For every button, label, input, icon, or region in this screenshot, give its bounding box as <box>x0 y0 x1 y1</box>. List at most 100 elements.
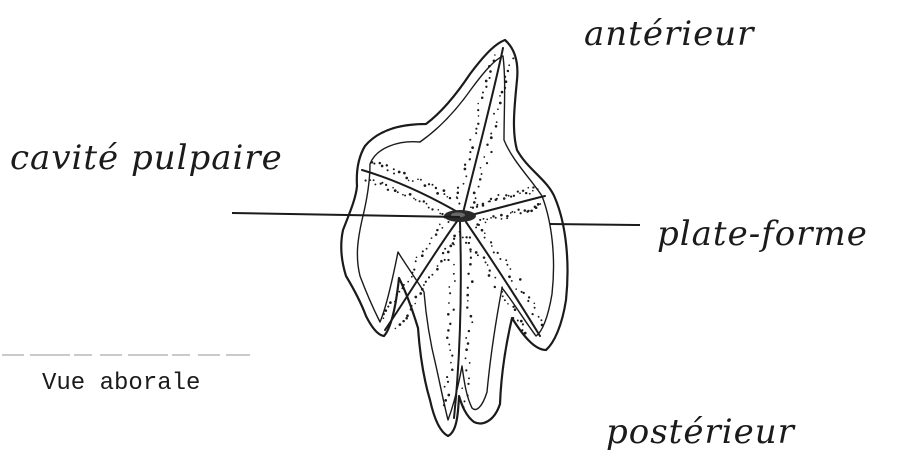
stipple-dot <box>537 203 540 206</box>
stipple-dot <box>453 273 455 275</box>
stipple-dot <box>485 222 487 224</box>
stipple-dot <box>509 268 511 270</box>
carina-right <box>467 196 545 216</box>
stipple-dot <box>489 269 491 271</box>
stipple-dot <box>425 281 427 283</box>
stipple-dot <box>417 178 419 180</box>
stipple-dot <box>395 328 397 330</box>
stipple-dot <box>494 54 496 56</box>
stipple-dot <box>525 192 527 194</box>
stipple-dot <box>387 189 389 191</box>
stipple-dot <box>490 217 492 219</box>
stipple-dot <box>373 179 375 181</box>
stipple-dot <box>470 206 472 208</box>
stipple-dot <box>469 139 471 141</box>
stipple-dot <box>397 191 399 193</box>
stipple-dot <box>449 245 452 248</box>
stipple-dot <box>432 184 434 186</box>
stipple-dot <box>496 198 498 200</box>
stipple-dot <box>465 236 467 238</box>
stipple-dot <box>475 128 477 130</box>
stipple-dot <box>415 260 417 262</box>
stipple-dot <box>506 217 508 219</box>
stipple-dot <box>505 80 508 83</box>
stipple-dot <box>475 226 477 228</box>
stipple-dot <box>517 191 519 193</box>
stipple-dot <box>530 209 533 212</box>
stipple-dot <box>507 303 509 305</box>
stipple-dot <box>465 337 467 339</box>
stipple-dot <box>385 184 387 186</box>
carina-left <box>362 170 461 214</box>
stipple-dot <box>456 196 458 198</box>
stipple-dot <box>468 377 470 379</box>
stipple-dot <box>495 125 498 128</box>
stipple-dot <box>476 206 478 208</box>
stipple-dot <box>527 187 529 189</box>
stipple-dot <box>459 234 461 236</box>
stipple-dot <box>490 136 493 139</box>
stipple-dot <box>387 169 389 171</box>
stipple-dot <box>462 236 464 238</box>
stipple-dot <box>440 260 443 263</box>
stipple-dot <box>541 324 544 327</box>
stipple-dot <box>451 369 454 372</box>
stipple-dot <box>437 265 439 267</box>
stipple-dot <box>382 313 385 316</box>
stipple-dot <box>428 276 430 278</box>
stipple-dot <box>475 251 478 254</box>
stipple-dot <box>422 250 424 252</box>
stipple-dot <box>478 186 480 188</box>
stipple-dot <box>477 103 479 105</box>
stipple-dot <box>387 306 389 308</box>
stipple-dot <box>507 70 509 72</box>
stipple-dot <box>379 162 381 164</box>
stipple-dot <box>405 177 408 180</box>
stipple-dot <box>504 76 506 78</box>
stipple-dot <box>493 60 496 63</box>
stipple-dot <box>501 218 503 220</box>
stipple-dot <box>421 288 424 291</box>
stipple-dot <box>394 189 397 192</box>
stipple-dot <box>447 313 450 316</box>
stipple-dot <box>490 241 492 243</box>
stipple-dot <box>446 376 448 378</box>
stipple-dot <box>416 256 418 258</box>
stipple-dot <box>484 237 486 239</box>
stipple-dot <box>519 212 521 214</box>
stipple-dot <box>457 192 460 195</box>
stipple-dot <box>494 286 496 288</box>
stipple-dot <box>505 194 507 196</box>
stipple-dot <box>499 258 501 260</box>
stipple-dot <box>517 320 519 322</box>
carina-anterior <box>463 48 503 213</box>
stipple-dot <box>403 172 406 175</box>
stipple-dot <box>428 183 430 185</box>
stipple-dot <box>449 292 451 294</box>
stipple-dot <box>437 209 439 211</box>
stipple-dot <box>443 193 445 195</box>
stipple-dot <box>429 243 431 245</box>
stipple-dot <box>521 291 523 293</box>
stipple-dot <box>405 317 408 320</box>
stipple-dot <box>393 168 395 170</box>
platform-inner-rim <box>357 56 553 420</box>
stipple-dot <box>408 180 410 182</box>
stipple-dot <box>448 343 450 345</box>
stipple-dot <box>412 180 414 182</box>
stipple-dot <box>436 268 439 271</box>
stipple-dot <box>470 251 472 253</box>
stipple-dot <box>446 336 449 339</box>
stipple-dot <box>384 309 387 312</box>
stipple-dot <box>469 151 471 153</box>
stipple-dot <box>493 251 495 253</box>
stipple-dot <box>501 291 503 293</box>
stipple-dot <box>426 248 428 250</box>
stipple-dot <box>402 320 405 323</box>
stipple-dot <box>487 264 489 266</box>
stipple-dot <box>469 248 472 251</box>
stipple-dot <box>469 158 471 160</box>
posterieur-label: postérieur <box>606 412 795 452</box>
stipple-dot <box>497 194 499 196</box>
stipple-dot <box>428 207 430 209</box>
